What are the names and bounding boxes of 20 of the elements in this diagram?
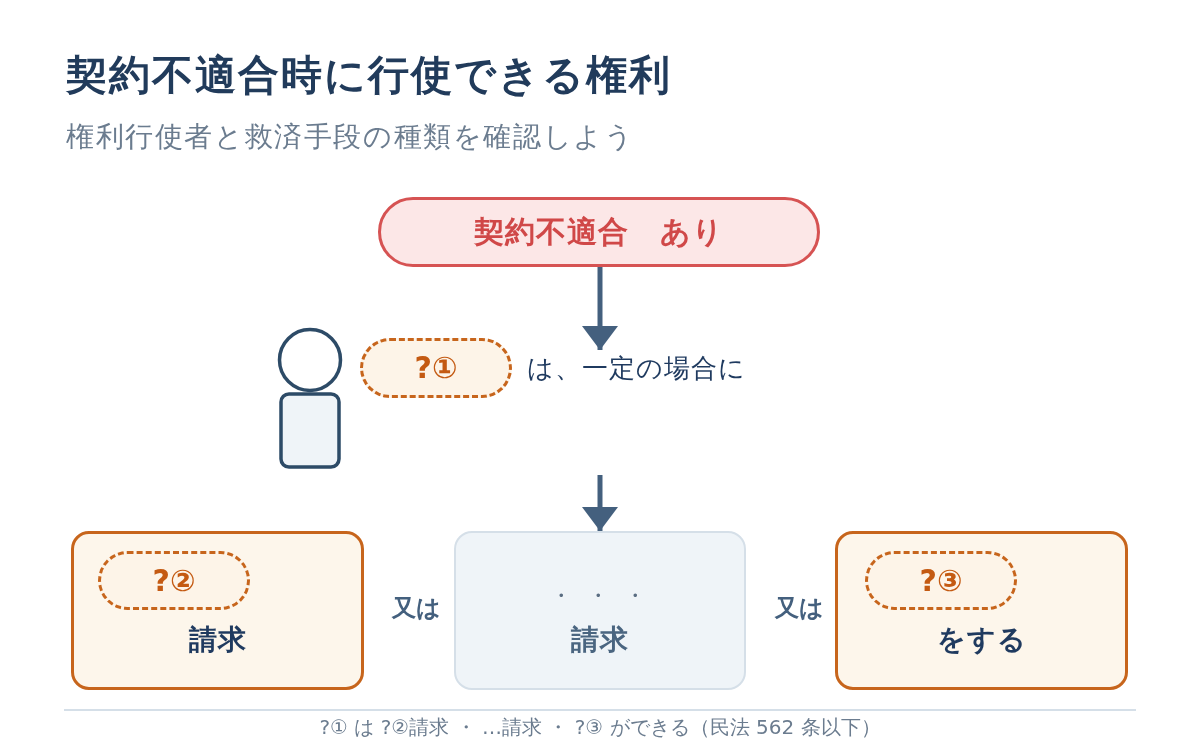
title: 契約不適合時に行使できる権利 bbox=[66, 50, 672, 100]
remedy-label: をする bbox=[936, 623, 1027, 657]
connector-word: 又は bbox=[392, 593, 441, 623]
blank-label: ?① bbox=[414, 350, 458, 386]
remedy-card bbox=[835, 531, 1128, 690]
arrow bbox=[582, 267, 618, 350]
arrow bbox=[582, 475, 618, 531]
subtitle: 権利行使者と救済手段の種類を確認しよう bbox=[66, 119, 635, 155]
connector-word: 又は bbox=[775, 593, 824, 623]
condition-label: 契約不適合 あり bbox=[474, 214, 724, 250]
remedy-label: 請求 bbox=[571, 623, 629, 657]
answer-blank bbox=[360, 338, 512, 398]
ellipsis-text: ・ ・ ・ bbox=[550, 583, 650, 609]
remedy-label: 請求 bbox=[188, 623, 247, 657]
blank-label: ?② bbox=[152, 562, 196, 599]
condition-text: は、一定の場合に bbox=[527, 350, 746, 386]
remedy-card bbox=[71, 531, 364, 690]
remedy-card bbox=[454, 531, 746, 690]
blank-label: ?③ bbox=[919, 562, 963, 599]
caption: ?① は ?②請求 ・ …請求 ・ ?③ ができる（民法 562 条以下） bbox=[319, 714, 881, 741]
